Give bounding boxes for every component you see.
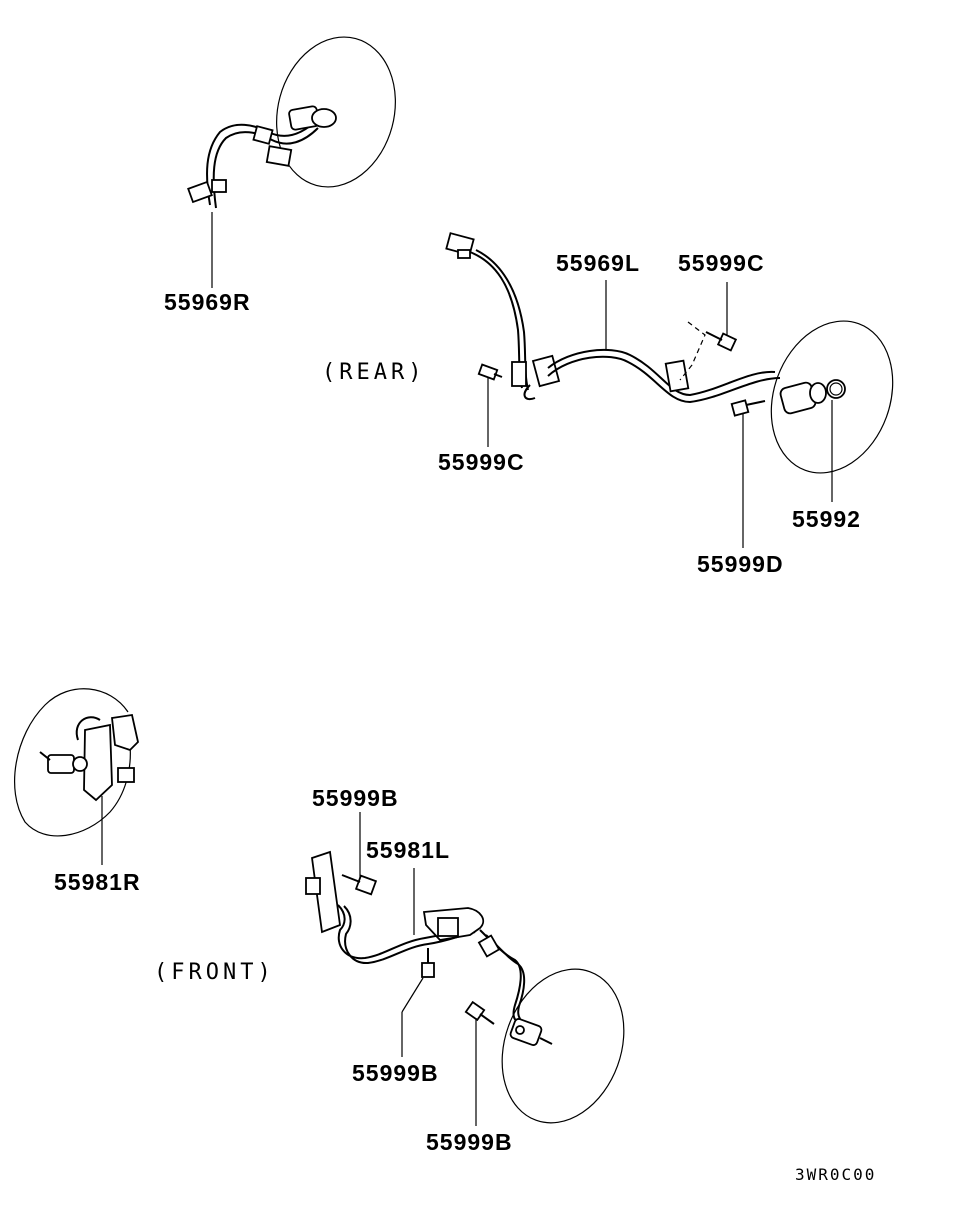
sensor-55981R-drawing <box>14 688 139 865</box>
label-55999C-upper: 55999C <box>678 250 765 276</box>
leader-55999B-mid-diag <box>401 977 424 1013</box>
sensor-55969L-drawing <box>445 232 894 548</box>
label-55992: 55992 <box>792 506 861 532</box>
section-label-rear: (REAR) <box>322 360 425 385</box>
label-55981R: 55981R <box>54 869 141 895</box>
sensor-55981L-drawing <box>305 812 625 1126</box>
bolt-55999C-upper-drawing <box>705 331 738 352</box>
bolt-55999B-upper-drawing <box>341 874 378 896</box>
bolt-55999B-lower-drawing <box>464 1000 495 1025</box>
bolt-55999C-lower-drawing <box>477 363 503 381</box>
label-55981L: 55981L <box>366 837 450 863</box>
label-55999B-lower: 55999B <box>426 1129 513 1155</box>
bolt-55999B-mid-drawing <box>421 948 435 978</box>
label-55969L: 55969L <box>556 250 640 276</box>
bolt-55999D-drawing <box>730 399 766 417</box>
label-55999B-mid: 55999B <box>352 1060 439 1086</box>
label-55999B-upper: 55999B <box>312 785 399 811</box>
label-55999D: 55999D <box>697 551 784 577</box>
section-label-front: (FRONT) <box>154 960 275 985</box>
sensor-55969R-drawing <box>187 36 396 288</box>
label-55999C-lower: 55999C <box>438 449 525 475</box>
diagram-code: 3WR0C00 <box>795 1165 876 1184</box>
label-55969R: 55969R <box>164 289 251 315</box>
